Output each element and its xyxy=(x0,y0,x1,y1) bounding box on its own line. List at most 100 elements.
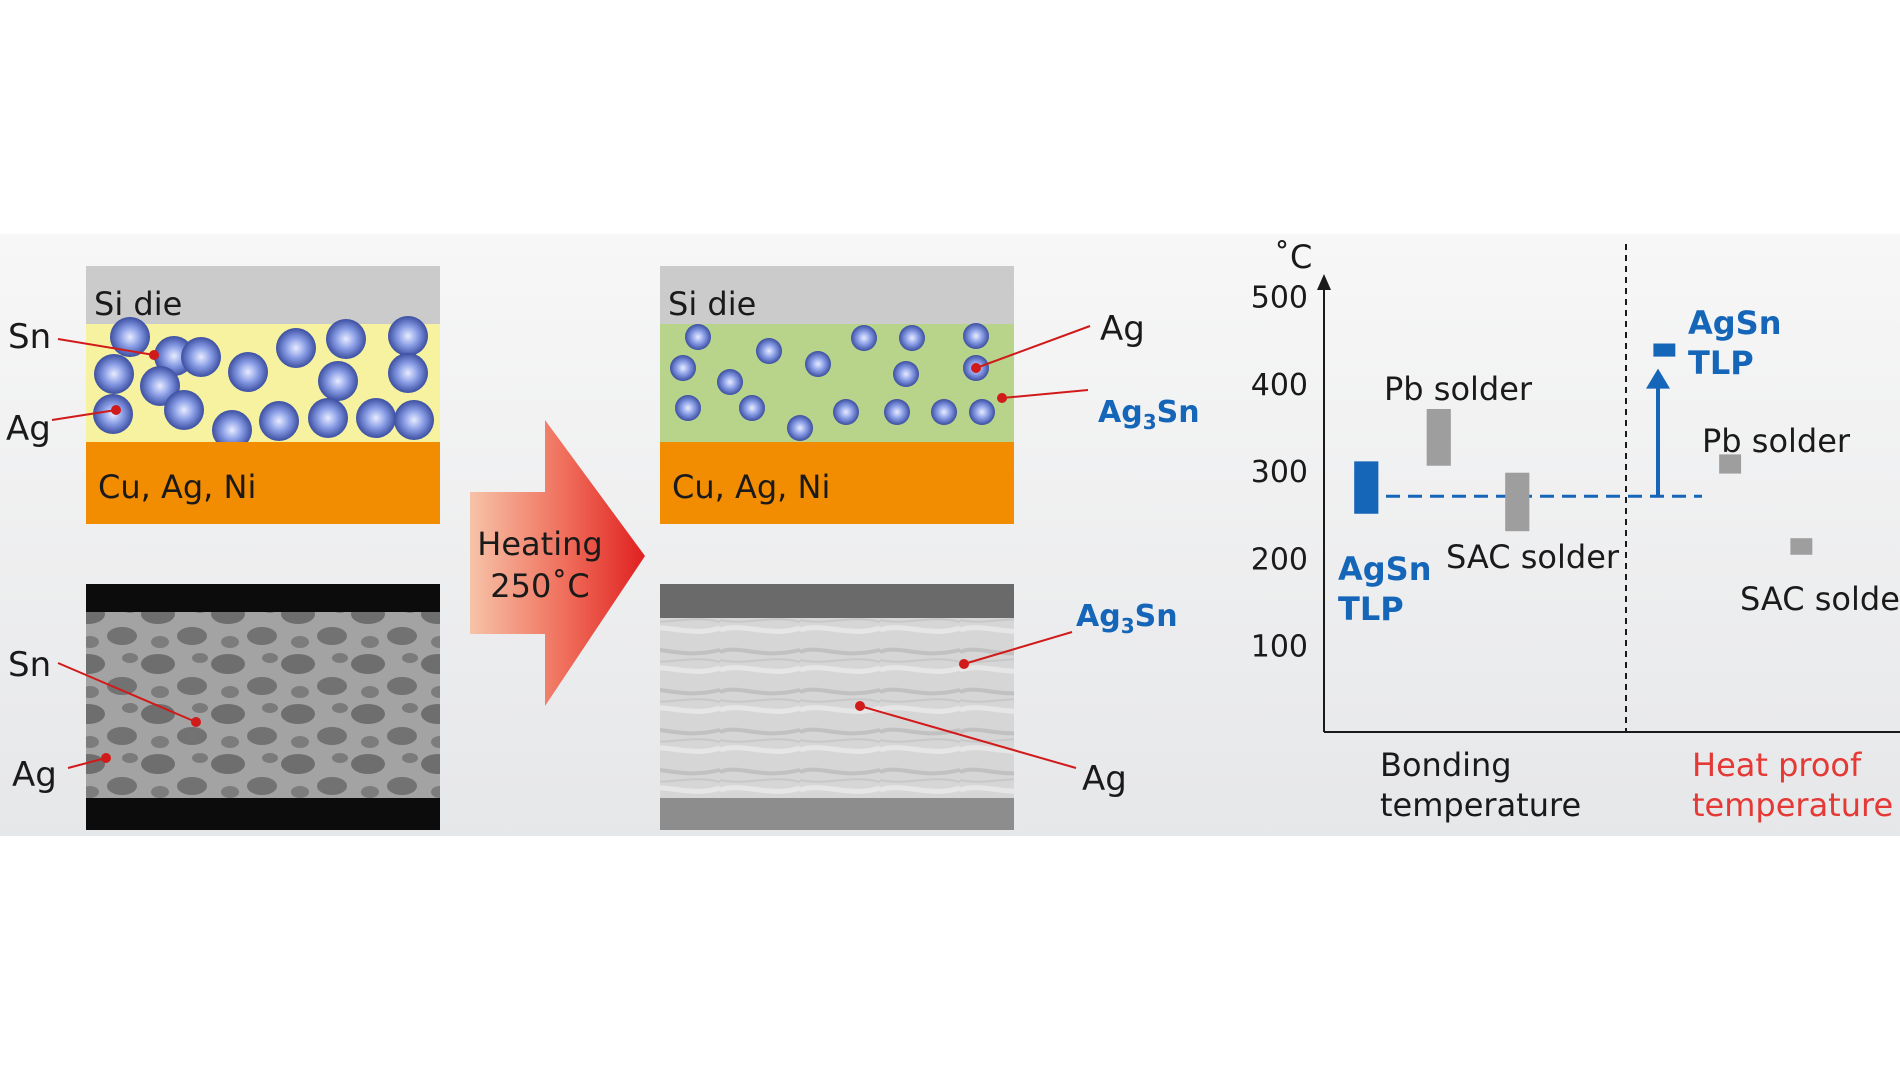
particle-15 xyxy=(308,398,348,438)
bar-label-1-0: AgSn xyxy=(1688,304,1782,342)
particle-9 xyxy=(318,361,358,401)
micro-ag-label-after: Ag xyxy=(1082,759,1127,799)
ag-marker xyxy=(111,405,121,415)
bar-label-0-0: AgSn xyxy=(1338,550,1432,588)
temperature-label: 250˚C xyxy=(490,567,589,605)
particle-7 xyxy=(326,319,366,359)
particle-after-14 xyxy=(884,399,910,425)
ag-particles-after xyxy=(670,323,995,441)
ag3sn-leader xyxy=(1001,389,1089,399)
bar-label-line2-1-0: TLP xyxy=(1688,344,1754,382)
particle-after-16 xyxy=(969,399,995,425)
micro-ag-marker-after xyxy=(855,701,865,711)
micro-ag-label: Ag xyxy=(12,755,57,795)
bar-label-1-2: SAC solder xyxy=(1740,580,1900,618)
y-tick-3: 200 xyxy=(1251,542,1308,577)
particle-after-15 xyxy=(931,399,957,425)
micrograph-bottom-gray xyxy=(660,798,1014,830)
micro-ag3sn-base: Ag xyxy=(1076,599,1121,634)
y-tick-0: 500 xyxy=(1251,281,1308,316)
micrograph-top-gray xyxy=(660,584,1014,618)
bar-0-0 xyxy=(1354,461,1379,514)
bar-label-0-1: Pb solder xyxy=(1384,370,1533,408)
ag-leader xyxy=(51,409,117,421)
particle-6 xyxy=(276,328,316,368)
ag3sn-base: Ag xyxy=(1098,395,1143,430)
middle-micrograph: Ag3Sn Ag xyxy=(660,584,1178,830)
particle-after-8 xyxy=(893,361,919,387)
particle-after-11 xyxy=(739,395,765,421)
ag-leader-after xyxy=(975,325,1091,369)
particle-after-6 xyxy=(717,369,743,395)
ag3sn-marker xyxy=(997,393,1007,403)
particle-after-4 xyxy=(963,323,989,349)
y-tick-2: 300 xyxy=(1251,455,1308,490)
micro-ag-marker xyxy=(101,753,111,763)
particle-2 xyxy=(94,354,134,394)
y-tick-1: 400 xyxy=(1251,368,1308,403)
particle-14 xyxy=(259,401,299,441)
ag3sn-layer xyxy=(660,324,1014,442)
particle-after-12 xyxy=(787,415,813,441)
si-die-layer xyxy=(86,266,440,324)
micro-sn-leader xyxy=(57,662,197,723)
particle-12 xyxy=(164,390,204,430)
particle-5 xyxy=(228,352,268,392)
micro-ag3sn-label: Ag3Sn xyxy=(1076,599,1178,638)
arrow-shape xyxy=(470,420,645,706)
ag3sn-tail: Sn xyxy=(1157,395,1200,430)
substrate-label: Cu, Ag, Ni xyxy=(98,468,256,506)
si-die-layer-after xyxy=(660,266,1014,324)
ag3sn-label: Ag3Sn xyxy=(1098,395,1200,434)
bar-label-line2-0-0: TLP xyxy=(1338,590,1404,628)
ag-label: Ag xyxy=(6,409,51,449)
group-label-0: Bonding xyxy=(1380,746,1512,784)
particle-13 xyxy=(212,410,252,450)
heating-arrow: Heating 250˚C xyxy=(470,420,645,706)
particle-17 xyxy=(394,400,434,440)
ag-marker-after xyxy=(971,363,981,373)
substrate-layer xyxy=(86,442,440,524)
bar-label-0-2: SAC solder xyxy=(1446,538,1620,576)
particle-after-10 xyxy=(675,395,701,421)
micro-ag3sn-tail: Sn xyxy=(1135,599,1178,634)
y-tick-4: 100 xyxy=(1251,630,1308,665)
ag-label-after: Ag xyxy=(1100,309,1145,349)
y-tick-labels: 500 400 300 200 100 xyxy=(1251,281,1308,665)
sn-leader xyxy=(57,338,155,356)
bar-1-1 xyxy=(1719,454,1742,474)
substrate-label-after: Cu, Ag, Ni xyxy=(672,468,830,506)
micrograph-bottom-black xyxy=(86,798,440,830)
particle-4 xyxy=(181,337,221,377)
particle-0 xyxy=(110,317,150,357)
micro-ag3sn-marker xyxy=(959,659,969,669)
ag3sn-sub: 3 xyxy=(1143,410,1157,434)
si-die-label-after: Si die xyxy=(668,285,756,323)
particle-8 xyxy=(388,316,428,356)
bar-0-2 xyxy=(1505,472,1530,532)
sn-ag-particles xyxy=(93,316,434,450)
y-axis-arrowhead xyxy=(1317,274,1331,290)
si-die-label: Si die xyxy=(94,285,182,323)
left-schematic: Si die Cu, Ag, Ni Sn Ag xyxy=(6,266,440,524)
y-unit-label: ˚C xyxy=(1274,238,1312,276)
bar-1-0 xyxy=(1653,343,1676,357)
particle-16 xyxy=(356,398,396,438)
heating-label: Heating xyxy=(477,525,602,563)
micro-sn-marker xyxy=(191,717,201,727)
particle-after-7 xyxy=(805,351,831,377)
micro-ag3sn-sub: 3 xyxy=(1121,614,1135,638)
left-micrograph: Sn Ag xyxy=(8,584,440,830)
sn-marker xyxy=(149,350,159,360)
micrograph-sn-ag-matrix xyxy=(86,612,440,798)
particle-after-5 xyxy=(670,355,696,381)
micro-ag3sn-leader xyxy=(963,631,1073,665)
particle-after-1 xyxy=(756,338,782,364)
micro-ag-leader-after xyxy=(859,705,1077,769)
substrate-layer-after xyxy=(660,442,1014,524)
micrograph-ag3sn-matrix xyxy=(660,618,1014,798)
particle-after-13 xyxy=(833,399,859,425)
